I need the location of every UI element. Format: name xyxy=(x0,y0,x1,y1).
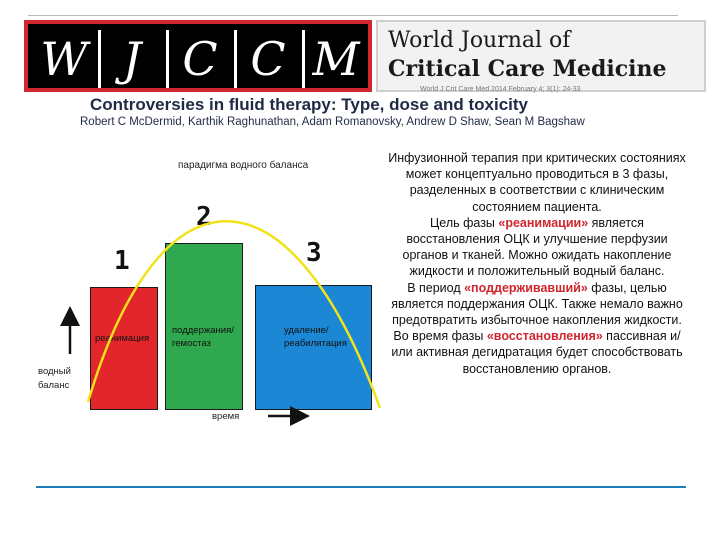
phase-label-removal: удаление/ реабилитация xyxy=(284,325,347,349)
diagram-graphics xyxy=(60,220,382,426)
logo-separator xyxy=(166,30,169,88)
logo-letter-j: J xyxy=(122,32,142,86)
bottom-divider xyxy=(36,486,686,488)
journal-name-line1: World Journal of xyxy=(388,28,571,53)
fluid-balance-diagram: парадигма водного баланса 1 2 3 реанимац… xyxy=(0,140,382,450)
article-authors: Robert C McDermid, Karthik Raghunathan, … xyxy=(80,116,585,128)
phase-label-resuscitation: реанимация xyxy=(95,333,150,344)
article-title: Controversies in fluid therapy: Type, do… xyxy=(90,95,528,114)
phase-label-maintenance: поддержания/ гемостаз xyxy=(172,325,234,349)
logo-letter-c1: C xyxy=(182,32,218,86)
paragraph-recovery: Во время фазы «восстановления» пассивная… xyxy=(391,329,683,376)
journal-citation: World J Crit Care Med 2014 February 4; 3… xyxy=(420,86,581,93)
logo-letter-c2: C xyxy=(250,32,286,86)
logo-letter-w: W xyxy=(40,32,88,86)
logo-separator xyxy=(234,30,237,88)
paragraph-maintenance: В период «поддерживавший» фазы, целью яв… xyxy=(391,280,683,328)
journal-name-line2: Critical Care Medicine xyxy=(388,56,667,82)
logo-separator xyxy=(98,30,101,88)
highlight-maintenance: «поддерживавший» xyxy=(464,280,588,295)
phase-number-1: 1 xyxy=(114,246,130,276)
paragraph-resuscitation: Цель фазы «реанимации» является восстано… xyxy=(402,215,672,279)
phase-number-3: 3 xyxy=(306,238,322,268)
fluid-balance-curve xyxy=(86,220,382,409)
highlight-resuscitation: «реанимации» xyxy=(498,215,589,230)
top-divider xyxy=(28,15,678,16)
paragraph-intro: Инфузионной терапия при критических сост… xyxy=(388,151,686,214)
logo-separator xyxy=(302,30,305,88)
explanation-text: Инфузионной терапия при критических сост… xyxy=(386,150,688,377)
phase-box-maintenance xyxy=(165,243,243,410)
journal-banner: W J C C M World Journal of Critical Care… xyxy=(24,20,714,92)
phase-box-removal xyxy=(255,285,372,410)
diagram-title: парадигма водного баланса xyxy=(178,160,309,171)
y-axis-label: водный баланс xyxy=(38,366,71,391)
logo-letter-m: M xyxy=(312,32,360,86)
journal-logo: W J C C M xyxy=(24,20,372,92)
journal-name-box: World Journal of Critical Care Medicine xyxy=(376,20,706,92)
x-axis-label: время xyxy=(212,411,240,422)
highlight-recovery: «восстановления» xyxy=(486,329,603,344)
